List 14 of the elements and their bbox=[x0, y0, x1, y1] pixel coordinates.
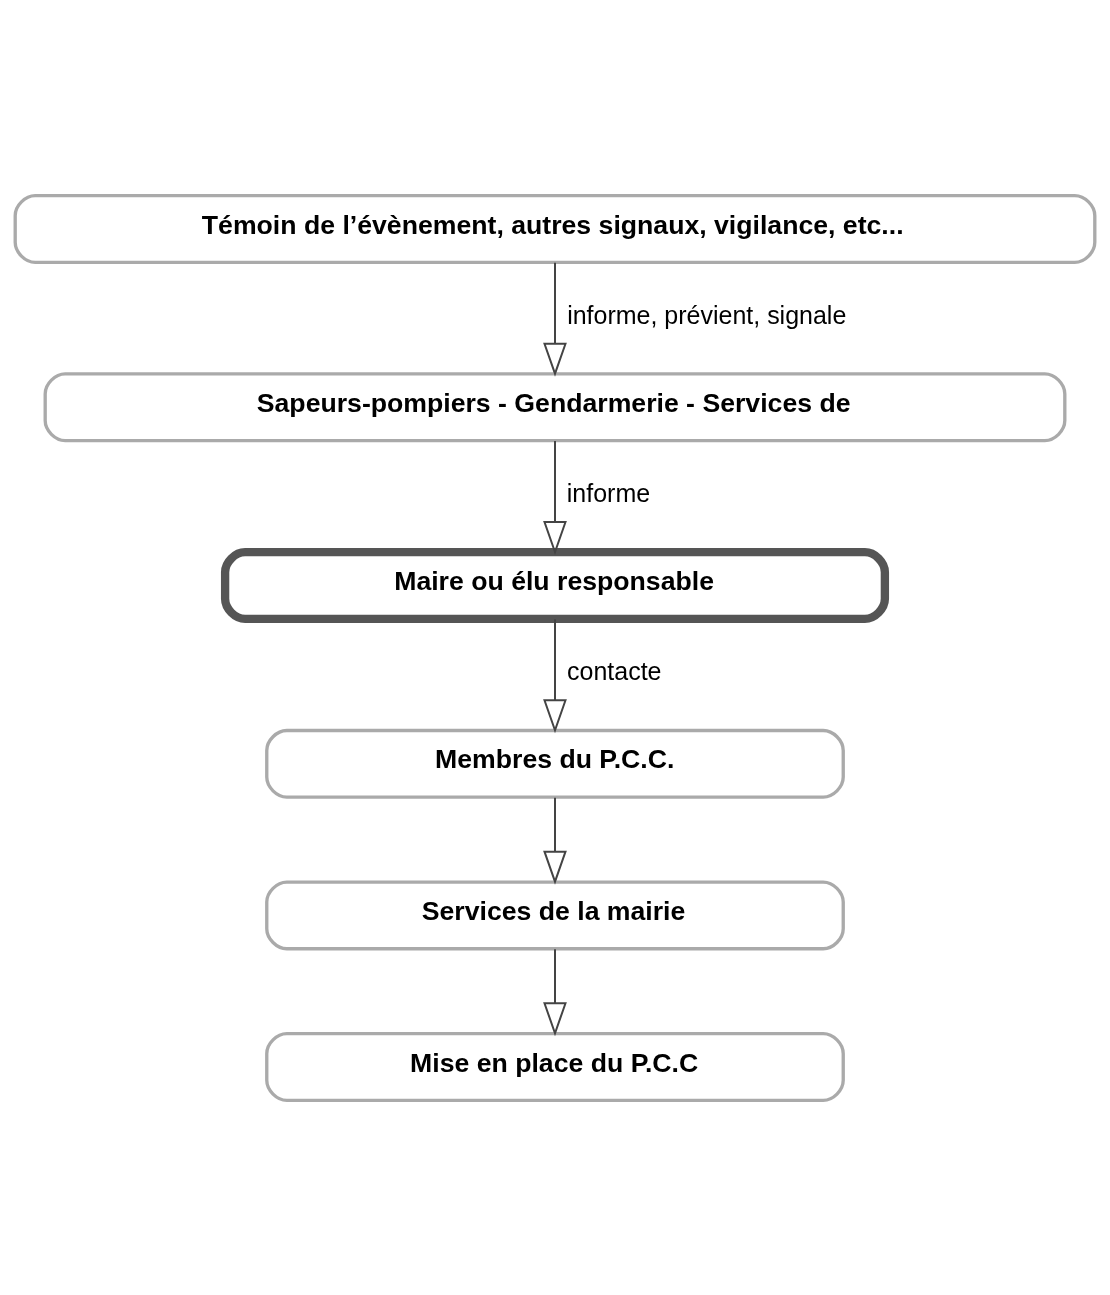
arrow bbox=[543, 439, 567, 555]
node-box: Témoin de l’évènement, autres signaux, vigilance, etc... bbox=[13, 193, 1097, 264]
node-box: Membres du P.C.C. bbox=[265, 728, 845, 799]
edge-label: contacte bbox=[567, 656, 662, 685]
node-box: Maire ou élu responsable bbox=[220, 547, 890, 623]
arrow bbox=[543, 617, 567, 733]
arrow bbox=[543, 261, 567, 377]
arrow bbox=[543, 796, 567, 885]
node-box: Mise en place du P.C.C bbox=[265, 1031, 845, 1102]
arrow bbox=[543, 947, 567, 1036]
node-box: Sapeurs-pompiers - Gendarmerie - Services de bbox=[43, 371, 1067, 442]
edge-label: informe, prévient, signale bbox=[567, 300, 847, 329]
node-box: Services de la mairie bbox=[265, 879, 845, 950]
edge-label: informe bbox=[566, 478, 651, 507]
